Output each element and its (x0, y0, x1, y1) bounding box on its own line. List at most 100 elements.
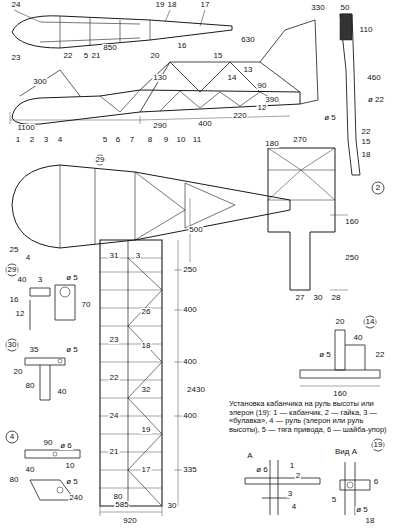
drawing-label: 2430 (186, 386, 206, 394)
drawing-label: 28 (331, 294, 342, 302)
drawing-label: 4 (25, 254, 31, 262)
drawing-label: 400 (182, 358, 197, 366)
drawing-label: 20 (150, 52, 161, 60)
drawing-label: 7 (129, 136, 135, 144)
drawing-label: А (246, 452, 253, 460)
drawing-label: 90 (257, 82, 268, 90)
drawing-label: 2 (295, 472, 301, 480)
drawing-label: 2 (29, 136, 35, 144)
drawing-label: 5 (102, 136, 108, 144)
drawing-label: 10 (65, 462, 76, 470)
drawing-label: 22 (63, 52, 74, 60)
drawing-label: 15 (213, 52, 224, 60)
drawing-label: 9 (163, 136, 169, 144)
drawing-label: 22 (361, 128, 372, 136)
drawing-label: 22 (375, 351, 386, 359)
drawing-label: 70 (81, 301, 92, 309)
drawing-label: 330 (310, 4, 325, 12)
drawing-label: 19 (141, 426, 152, 434)
drawing-label: 26 (141, 308, 152, 316)
drawing-label: 220 (232, 112, 247, 120)
drawing-label: 460 (366, 74, 381, 82)
drawing-label: 335 (182, 466, 197, 474)
drawing-label: ø 5 (323, 114, 337, 122)
drawing-label: ø 5 (355, 506, 369, 514)
drawing-label: ø 5 (65, 274, 79, 282)
drawing-label: 16 (177, 42, 188, 50)
drawing-label: 27 (295, 294, 306, 302)
drawing-label: 3 (37, 276, 43, 284)
drawing-label: ø 6 (255, 466, 269, 474)
drawing-label: ø 22 (367, 96, 385, 104)
drawing-label: 40 (25, 466, 36, 474)
drawing-label: 8 (147, 136, 153, 144)
drawing-label: 31 (109, 252, 120, 260)
drawing-label: 5 (83, 52, 89, 60)
drawing-label: 4 (291, 503, 297, 511)
drawing-label: 630 (240, 36, 255, 44)
drawing-label: 4 (9, 433, 15, 441)
drawing-label: ø 5 (65, 346, 79, 354)
drawing-label: 1100 (16, 124, 35, 132)
drawing-label: 3 (43, 136, 49, 144)
drawing-label: ø 5 (318, 351, 332, 359)
drawing-label: 32 (141, 386, 152, 394)
drawing-label: 24 (11, 1, 22, 9)
drawing-label: 1 (15, 136, 21, 144)
drawing-label: 17 (200, 1, 211, 9)
drawing-label: 11 (192, 136, 202, 144)
drawing-label: 585 (114, 501, 129, 509)
drawing-label: 20 (335, 318, 346, 326)
drawing-label: 250 (344, 254, 359, 262)
drawing-label: 30 (167, 502, 178, 510)
drawing-label: 130 (152, 74, 167, 82)
drawing-label: 250 (182, 266, 197, 274)
drawing-label: 19 (155, 1, 166, 9)
drawing-label: 23 (109, 336, 120, 344)
drawing-label: 19 (373, 441, 384, 449)
drawing-label: 920 (122, 517, 137, 525)
drawing-label: 21 (109, 448, 120, 456)
drawing-label: 40 (353, 334, 364, 342)
drawing-label: 29 (7, 266, 18, 274)
caption-note: Установка кабанчика на руль высоты или э… (228, 400, 390, 435)
drawing-label: 17 (141, 466, 152, 474)
drawing-label: 1 (289, 462, 295, 470)
drawing-label: 80 (25, 382, 36, 390)
drawing-label: 80 (113, 493, 124, 501)
drawing-label: 18 (361, 151, 372, 159)
drawing-label: 12 (15, 310, 26, 318)
drawing-label: 300 (32, 78, 47, 86)
drawing-label: 40 (17, 276, 28, 284)
drawing-label: 160 (344, 218, 359, 226)
drawing-label: 23 (11, 54, 22, 62)
drawing-label: 20 (13, 368, 24, 376)
drawing-label: 16 (9, 296, 20, 304)
drawing-label: 290 (152, 122, 167, 130)
drawing-label: 110 (359, 26, 374, 34)
drawing-label: 500 (188, 226, 203, 234)
drawing-label: 25 (9, 246, 20, 254)
drawing-label: 2 (375, 184, 381, 192)
drawing-label: 24 (109, 412, 120, 420)
drawing-label: 18 (365, 517, 376, 525)
drawing-label: 30 (313, 294, 324, 302)
drawing-label: 270 (292, 136, 307, 144)
drawing-label: 22 (109, 374, 120, 382)
drawing-label: 30 (7, 341, 18, 349)
drawing-label: 13 (243, 66, 254, 74)
drawing-label: 14 (365, 318, 376, 326)
drawing-label: 10 (176, 136, 187, 144)
drawing-label: ø 6 (59, 442, 73, 450)
drawing-label: 180 (264, 140, 279, 148)
drawing-label: 90 (43, 439, 54, 447)
drawing-label: 40 (57, 388, 68, 396)
drawing-label: 4 (57, 136, 63, 144)
drawing-label: 50 (340, 4, 351, 12)
drawing-label: 400 (197, 120, 212, 128)
drawing-label: 12 (257, 104, 268, 112)
drawing-label: 400 (182, 306, 197, 314)
drawing-label: 390 (264, 96, 279, 104)
drawing-label: 850 (102, 44, 117, 52)
drawing-label: 400 (182, 412, 197, 420)
